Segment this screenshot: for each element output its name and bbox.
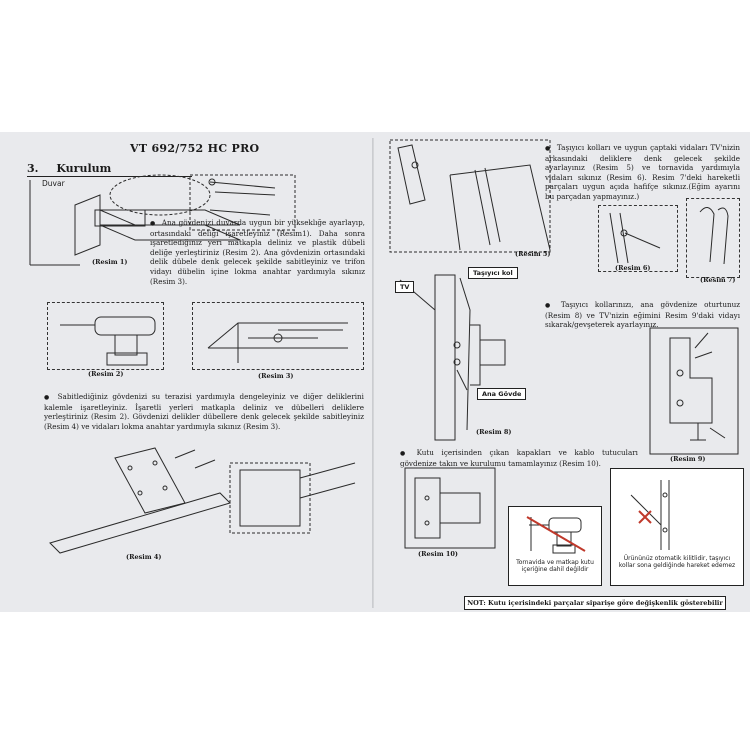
figure-7 [699, 207, 729, 265]
paragraph-1: Ana gövdenizi duvarda uygun bir yükseklı… [150, 218, 365, 286]
figure-2-frame [47, 302, 164, 370]
section-heading: 3. Kurulum [27, 162, 111, 175]
paragraph-4-text: Taşıyıcı kollarınızı, ana gövdenize otur… [545, 300, 740, 330]
bullet-icon [400, 448, 417, 457]
figure-3-frame [192, 302, 364, 370]
tools-not-included-box: Tornavida ve matkap kutu içeriğine dahil… [508, 506, 602, 586]
section-underline [27, 176, 192, 177]
figure-6 [609, 212, 661, 264]
bullet-icon [545, 300, 561, 309]
wall-label: Duvar [42, 179, 65, 188]
caption-resim-1: (Resim 1) [92, 258, 128, 266]
section-number: 3. [27, 162, 39, 175]
bullet-icon [150, 218, 162, 227]
caption-resim-7: (Resim 7) [700, 276, 736, 284]
tv-label: TV [395, 281, 415, 293]
paragraph-1-text: Ana gövdenizi duvarda uygun bir yükseklı… [150, 218, 365, 286]
figure-1 [29, 174, 296, 266]
caption-resim-3: (Resim 3) [258, 372, 294, 380]
footer-note: NOT: Kutu içerisindeki parçalar siparişe… [464, 596, 726, 610]
figure-8 [399, 274, 506, 441]
page-fold [372, 138, 374, 608]
caption-resim-10: (Resim 10) [418, 550, 459, 558]
bullet-icon [44, 392, 58, 401]
paragraph-3-text: Taşıyıcı kolları ve uygun çaptaki vidala… [545, 143, 740, 201]
caption-resim-9: (Resim 9) [670, 455, 706, 463]
figure-5 [389, 139, 551, 253]
figure-3-wrench [207, 322, 348, 363]
carrier-arm-label: Taşıyıcı kol [468, 267, 518, 279]
drill-icon [526, 516, 586, 554]
figure-2-drill [60, 316, 156, 366]
section-title: Kurulum [56, 162, 112, 175]
tools-note-text: Tornavida ve matkap kutu içeriğine dahil… [516, 559, 594, 574]
caption-resim-4: (Resim 4) [126, 553, 162, 561]
paragraph-4: Taşıyıcı kollarınızı, ana gövdenize otur… [545, 300, 740, 330]
figure-9 [649, 327, 739, 455]
figure-4 [49, 447, 356, 554]
paragraph-5-text: Kutu içerisinden çıkan kapakları ve kabl… [400, 448, 638, 468]
paragraph-2: Sabitlediğiniz gövdenizi su terazisi yar… [44, 392, 364, 431]
caption-resim-8: (Resim 8) [476, 428, 512, 436]
paragraph-3: Taşıyıcı kolları ve uygun çaptaki vidala… [545, 143, 740, 202]
figure-6-frame [598, 205, 678, 272]
paragraph-5: Kutu içerisinden çıkan kapakları ve kabl… [400, 448, 638, 468]
caption-resim-2: (Resim 2) [88, 370, 124, 378]
auto-lock-box: Ürününüz otomatik kilitlidir, taşıyıcı k… [610, 468, 744, 586]
main-body-label: Ana Gövde [477, 388, 527, 400]
figure-10 [404, 467, 496, 549]
caption-resim-6: (Resim 6) [615, 264, 651, 272]
bullet-icon [545, 143, 557, 152]
arm-lock-icon [630, 480, 670, 550]
caption-resim-5: (Resim 5) [515, 250, 551, 258]
paragraph-2-text: Sabitlediğiniz gövdenizi su terazisi yar… [44, 392, 364, 431]
figure-7-frame [686, 198, 740, 278]
model-title: VT 692/752 HC PRO [130, 142, 260, 155]
lock-note-text: Ürününüz otomatik kilitlidir, taşıyıcı k… [618, 555, 736, 570]
